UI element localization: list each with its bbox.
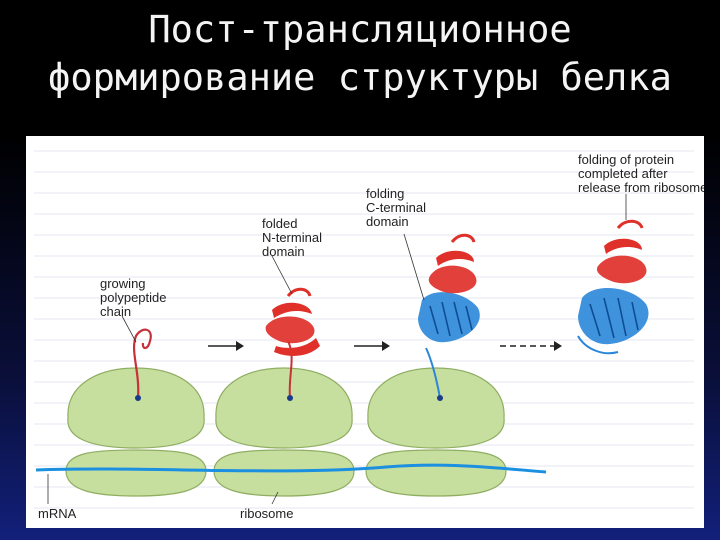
label-completed-2: completed after — [578, 166, 668, 181]
label-folded-n-3: domain — [262, 244, 305, 259]
label-ribosome: ribosome — [240, 506, 293, 521]
pointer-n-terminal — [271, 255, 293, 295]
diagram-panel: growing polypeptide chain folded N-termi… — [26, 136, 704, 528]
title-line-2: формирование структуры белка — [48, 56, 672, 99]
label-completed-1: folding of protein — [578, 152, 674, 167]
arrow-2 — [354, 341, 390, 351]
c-terminal-domain-3 — [418, 292, 480, 399]
arrow-1 — [208, 341, 244, 351]
pointer-ribosome — [271, 491, 279, 505]
peptidyl-site-1 — [135, 395, 141, 401]
slide-title: Пост-трансляционное формирование структу… — [0, 6, 720, 102]
label-completed-3: release from ribosome — [578, 180, 704, 195]
label-growing-1: growing — [100, 276, 146, 291]
completed-c-domain — [577, 287, 649, 355]
ribosome-3 — [365, 367, 507, 497]
label-folding-c-3: domain — [366, 214, 409, 229]
title-line-1: Пост-трансляционное — [148, 8, 572, 51]
label-mrna: mRNA — [38, 506, 77, 521]
ribosome-2 — [213, 367, 355, 497]
peptidyl-site-2 — [287, 395, 293, 401]
ribosome-1 — [65, 367, 207, 497]
mrna-strand — [35, 463, 547, 474]
peptidyl-site-3 — [437, 395, 443, 401]
label-folding-c-2: C-terminal — [366, 200, 426, 215]
growing-chain — [132, 328, 152, 399]
n-terminal-domain-3 — [428, 233, 477, 294]
protein-folding-diagram: growing polypeptide chain folded N-termi… — [35, 152, 704, 521]
pointer-c-terminal — [403, 233, 425, 301]
label-folded-n-1: folded — [262, 216, 297, 231]
label-folded-n-2: N-terminal — [262, 230, 322, 245]
label-folding-c-1: folding — [366, 186, 404, 201]
label-growing-2: polypeptide — [100, 290, 167, 305]
n-terminal-domain-2 — [265, 287, 320, 399]
completed-n-domain — [596, 219, 647, 284]
arrow-3 — [500, 341, 562, 351]
pointer-growing-chain — [121, 315, 137, 343]
label-growing-3: chain — [100, 304, 131, 319]
